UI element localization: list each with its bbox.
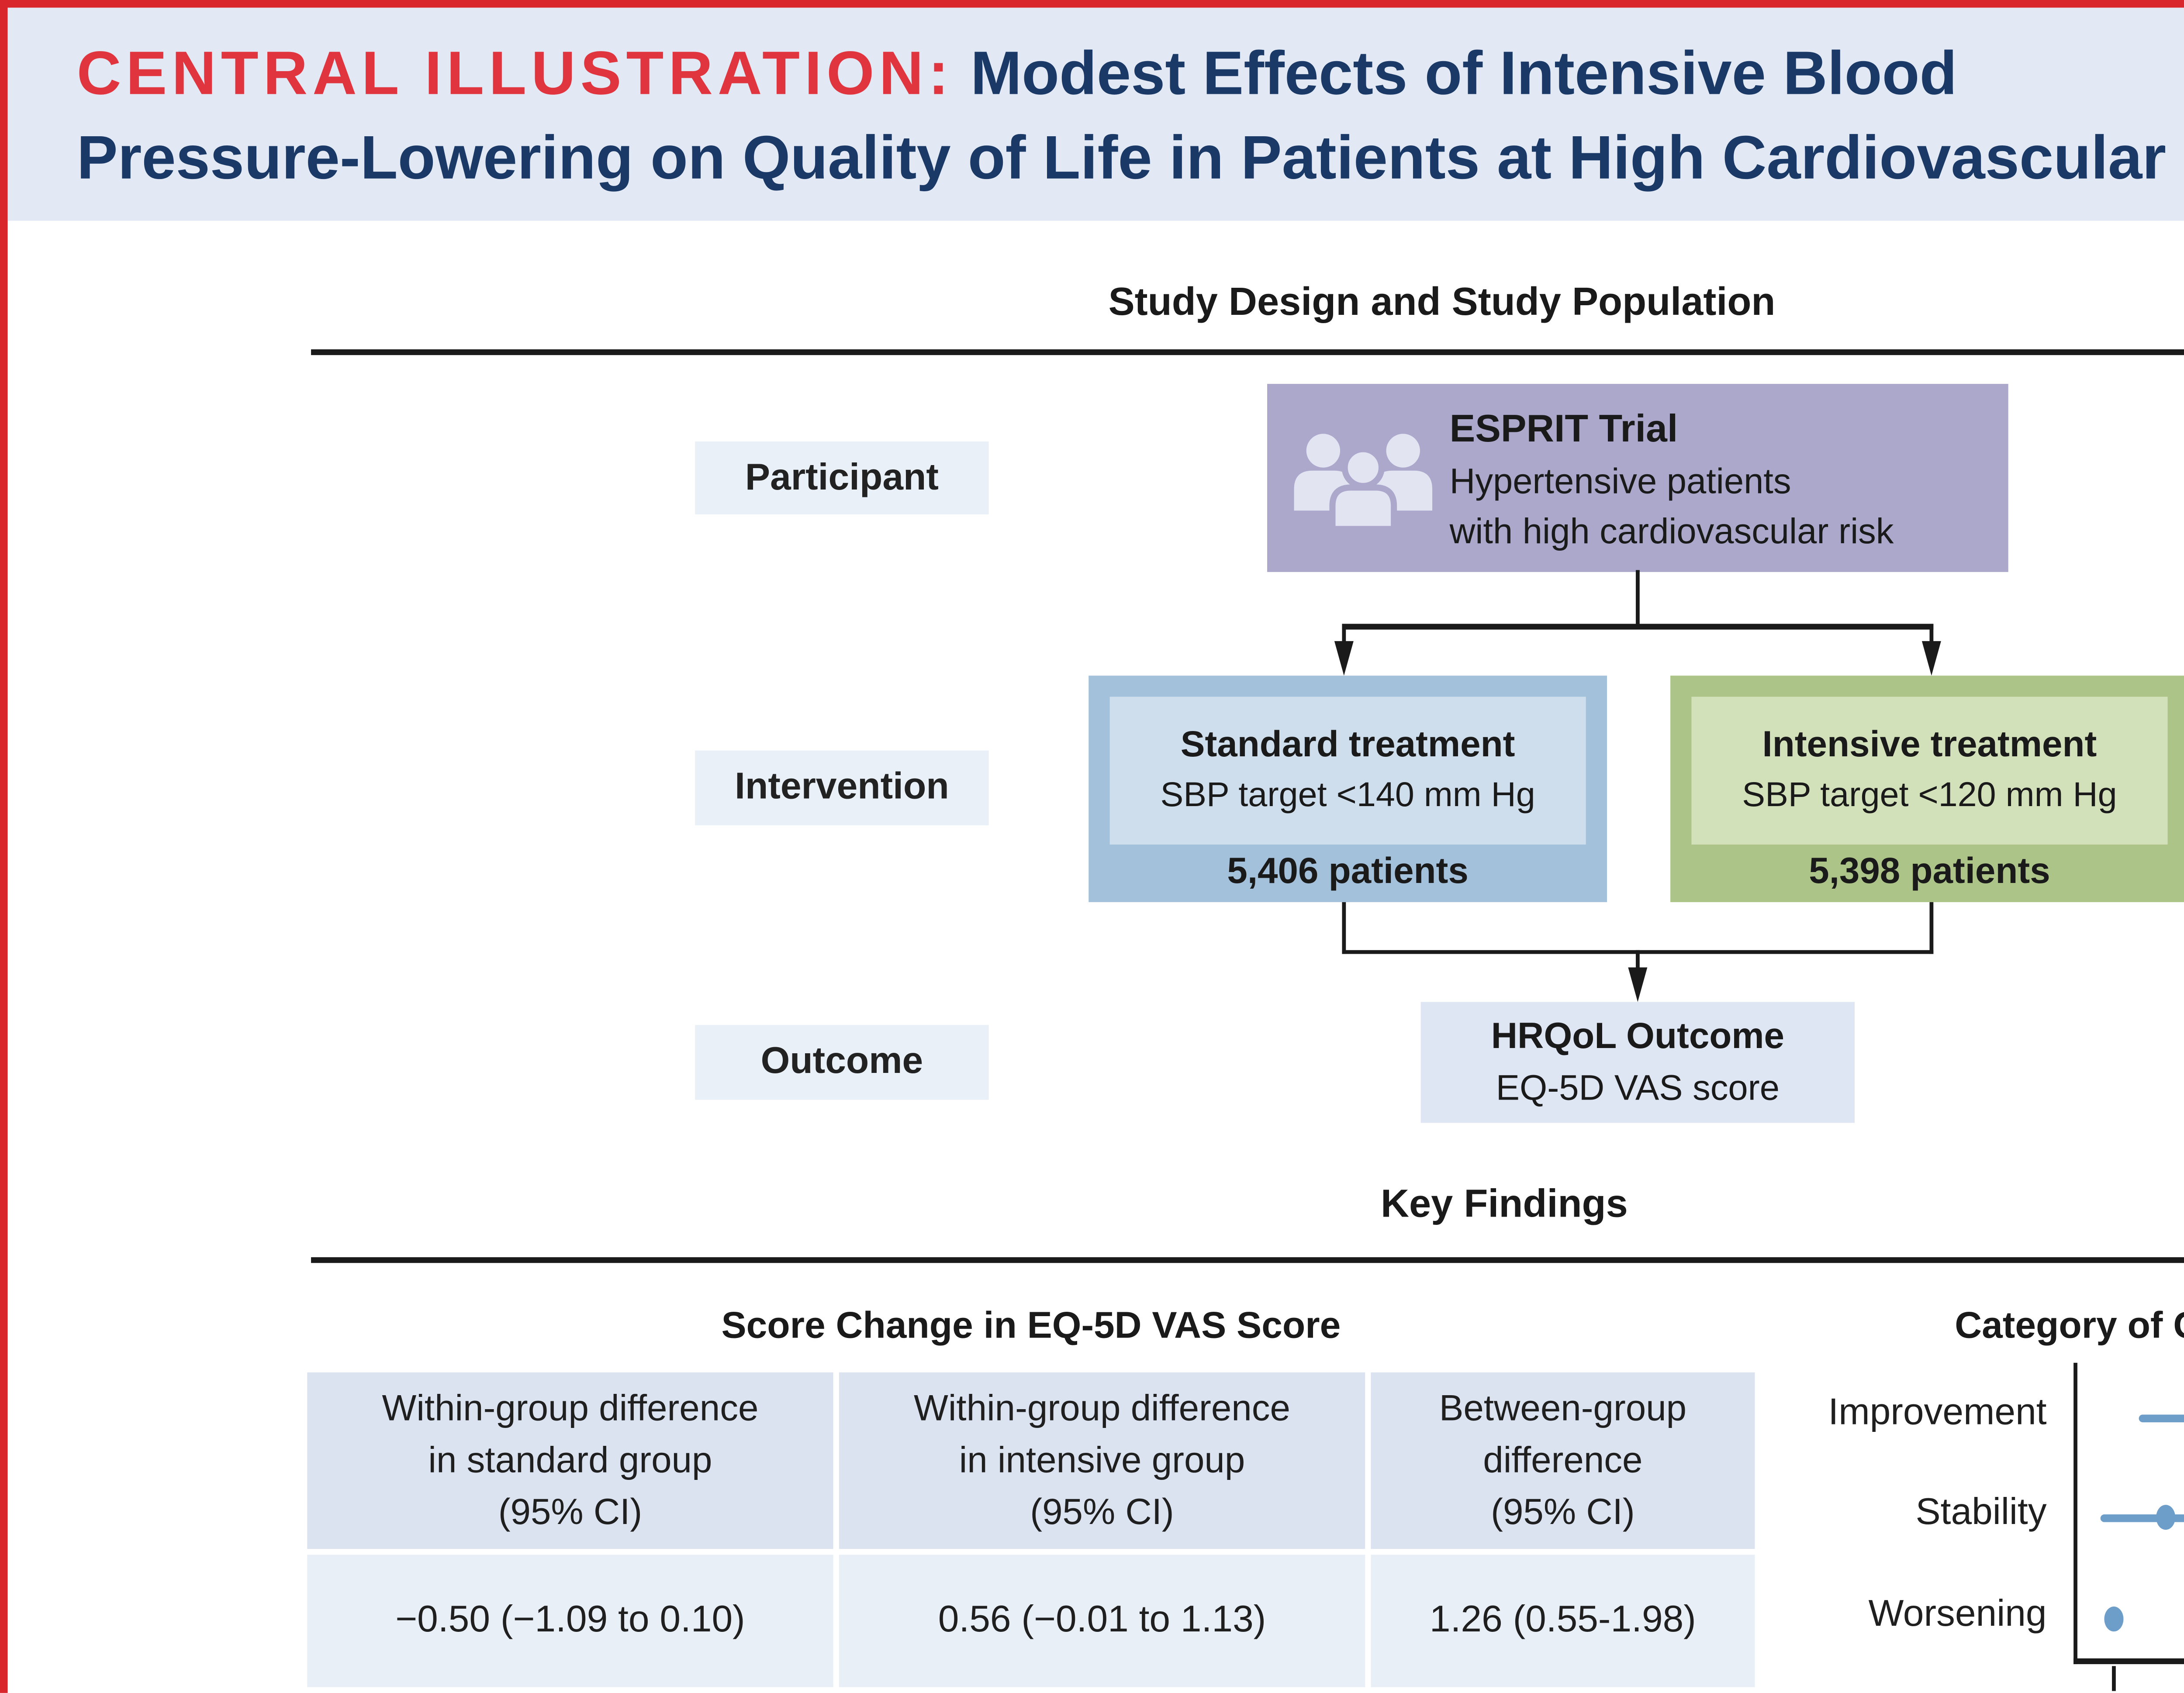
forest-plot-title: Category of Change in EQ-5D VAS Score [1955, 1305, 2184, 1348]
figure-title: CENTRAL ILLUSTRATION: Modest Effects of … [77, 31, 2184, 200]
trial-desc-line1: Hypertensive patients [1449, 460, 1791, 501]
study-design-heading: Study Design and Study Population [1108, 280, 1776, 324]
table-header-intensive: Within-group difference in intensive gro… [839, 1372, 1365, 1549]
forest-label-improvement: Improvement [1828, 1391, 2047, 1434]
standard-patient-count: 5,406 patients [1227, 852, 1469, 893]
connector-merge-stub-left [1341, 902, 1346, 954]
forest-axis-vertical [2073, 1362, 2078, 1664]
connector-trial-stem [1635, 570, 1640, 626]
title-line2: Pressure-Lowering on Quality of Life in … [76, 123, 2184, 192]
trial-name: ESPRIT Trial [1449, 409, 1678, 451]
key-findings-heading: Key Findings [1380, 1182, 1628, 1227]
forest-label-stability: Stability [1915, 1491, 2047, 1534]
standard-treatment-target: SBP target <140 mm Hg [1160, 775, 1535, 814]
trial-desc-line2: with high cardiovascular risk [1449, 510, 1894, 551]
forest-axis-tick-1 [2112, 1666, 2116, 1691]
score-table-title: Score Change in EQ-5D VAS Score [721, 1305, 1341, 1348]
title-band [7, 7, 2184, 221]
row-label-participant: Participant [695, 441, 989, 514]
connector-split-bar [1341, 624, 1934, 629]
central-illustration-eyebrow: CENTRAL ILLUSTRATION: [76, 38, 954, 108]
connector-split-stub-left [1341, 624, 1346, 647]
arrow-into-outcome-icon [1628, 967, 1648, 1002]
table-header-between: Between-group difference (95% CI) [1371, 1372, 1755, 1549]
arrow-into-standard-icon [1334, 641, 1354, 676]
people-group-icon [1294, 434, 1433, 530]
table-header-standard: Within-group difference in standard grou… [307, 1372, 833, 1549]
key-findings-divider [311, 1257, 2184, 1262]
forest-point-stability [2156, 1505, 2176, 1530]
row-label-intervention: Intervention [695, 750, 989, 826]
intensive-treatment-title: Intensive treatment [1762, 725, 2097, 766]
intensive-treatment-box: Intensive treatment SBP target <120 mm H… [1670, 676, 2184, 902]
forest-label-worsening: Worsening [1868, 1593, 2047, 1635]
connector-outcome-stem [1635, 949, 1640, 974]
esprit-trial-box: ESPRIT Trial Hypertensive patients with … [1267, 384, 2008, 572]
arrow-into-intensive-icon [1922, 641, 1942, 676]
standard-treatment-title: Standard treatment [1180, 725, 1515, 766]
intensive-treatment-target: SBP target <120 mm Hg [1742, 775, 2117, 814]
intensive-patient-count: 5,398 patients [1809, 852, 2050, 893]
connector-merge-stub-right [1929, 902, 1934, 954]
table-value-intensive: 0.56 (−0.01 to 1.13) [839, 1555, 1365, 1687]
table-value-standard: −0.50 (−1.09 to 0.10) [307, 1555, 833, 1687]
hrqol-outcome-box: HRQoL Outcome EQ-5D VAS score [1420, 1002, 1855, 1123]
row-label-outcome: Outcome [695, 1025, 989, 1100]
title-line1: Modest Effects of Intensive Blood [970, 38, 1957, 108]
forest-point-worsening [2104, 1605, 2124, 1631]
forest-axis-horizontal [2073, 1658, 2184, 1664]
forest-ci-improvement [2139, 1414, 2184, 1421]
standard-treatment-box: Standard treatment SBP target <140 mm Hg… [1089, 676, 1607, 902]
hrqol-outcome-subtitle: EQ-5D VAS score [1496, 1066, 1780, 1107]
hrqol-outcome-title: HRQoL Outcome [1491, 1016, 1784, 1057]
connector-split-stub-right [1929, 624, 1934, 647]
study-design-divider [311, 349, 2184, 354]
table-value-between: 1.26 (0.55-1.98) [1371, 1555, 1755, 1687]
